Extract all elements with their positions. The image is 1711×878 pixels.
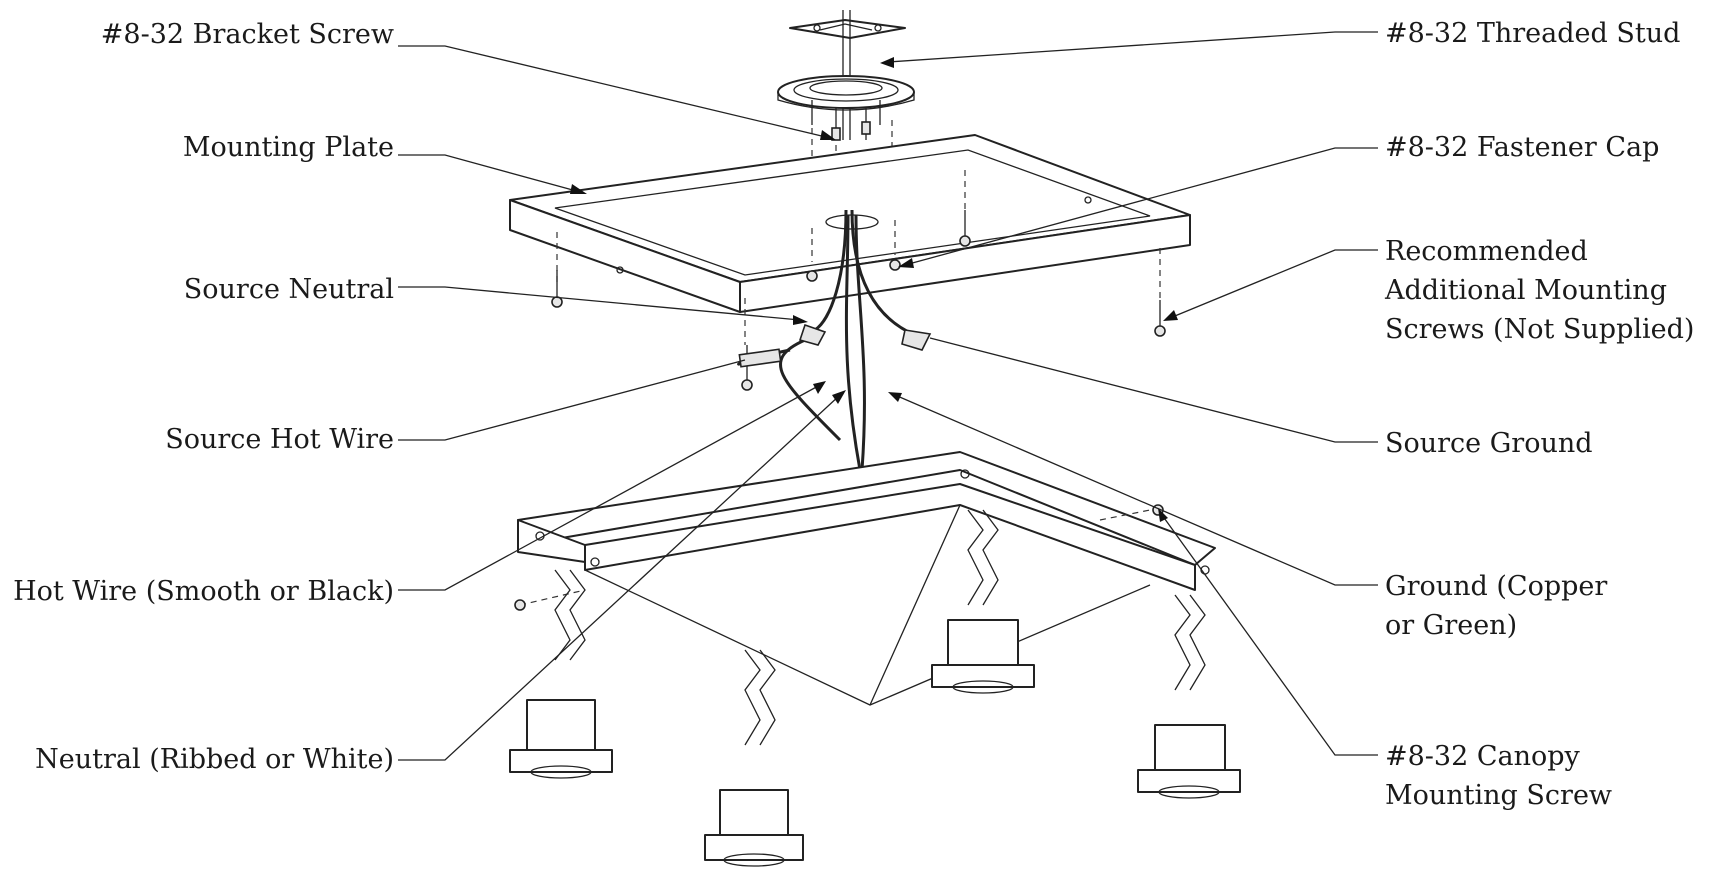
label-ground-line-1: Ground (Copper [1385,571,1607,602]
leader-hot-wire [398,384,821,591]
label-recommended-line-2: Additional Mounting [1384,275,1667,306]
leader-neutral [398,394,841,761]
label-source-hot-wire: Source Hot Wire [165,424,394,455]
label-neutral: Neutral (Ribbed or White) [35,744,394,775]
mounting-plate-frame [509,134,1191,313]
label-source-neutral: Source Neutral [184,274,394,305]
label-mounting-plate: Mounting Plate [183,132,394,163]
mounting-bracket [789,10,906,140]
plate-screws [551,170,1166,391]
leader-mounting-plate [398,154,581,193]
label-threaded-stud: #8-32 Threaded Stud [1385,18,1680,49]
leader-ground [894,394,1378,586]
leader-source-neutral [398,286,801,321]
label-fastener-cap: #8-32 Fastener Cap [1385,132,1659,163]
bracket-screws [811,100,893,160]
leader-threaded-stud [887,31,1378,63]
leader-canopy-screw [1161,514,1378,756]
leader-recommended-screws [1169,249,1378,319]
label-ground-line-2: or Green) [1385,610,1517,641]
label-recommended-line-3: Screws (Not Supplied) [1385,314,1694,345]
label-canopy-line-1: #8-32 Canopy [1385,741,1581,772]
wiring-bundle [737,209,932,471]
label-recommended-line-1: Recommended [1385,236,1588,267]
label-bracket-screw: #8-32 Bracket Screw [101,19,394,50]
callout-labels: #8-32 Bracket Screw Mounting Plate Sourc… [13,18,1694,811]
leader-lines [398,31,1378,761]
fixture-illustration [509,10,1241,867]
junction-box-ring [777,75,915,111]
label-hot-wire: Hot Wire (Smooth or Black) [13,576,394,607]
label-canopy-line-2: Mounting Screw [1385,780,1612,811]
leader-bracket-screw [398,45,831,139]
canopy [514,451,1216,706]
label-source-ground: Source Ground [1385,428,1593,459]
leader-source-ground [929,337,1378,443]
leader-source-hot [398,359,746,441]
light-arms [509,509,1241,867]
leader-fastener-cap [904,147,1378,266]
